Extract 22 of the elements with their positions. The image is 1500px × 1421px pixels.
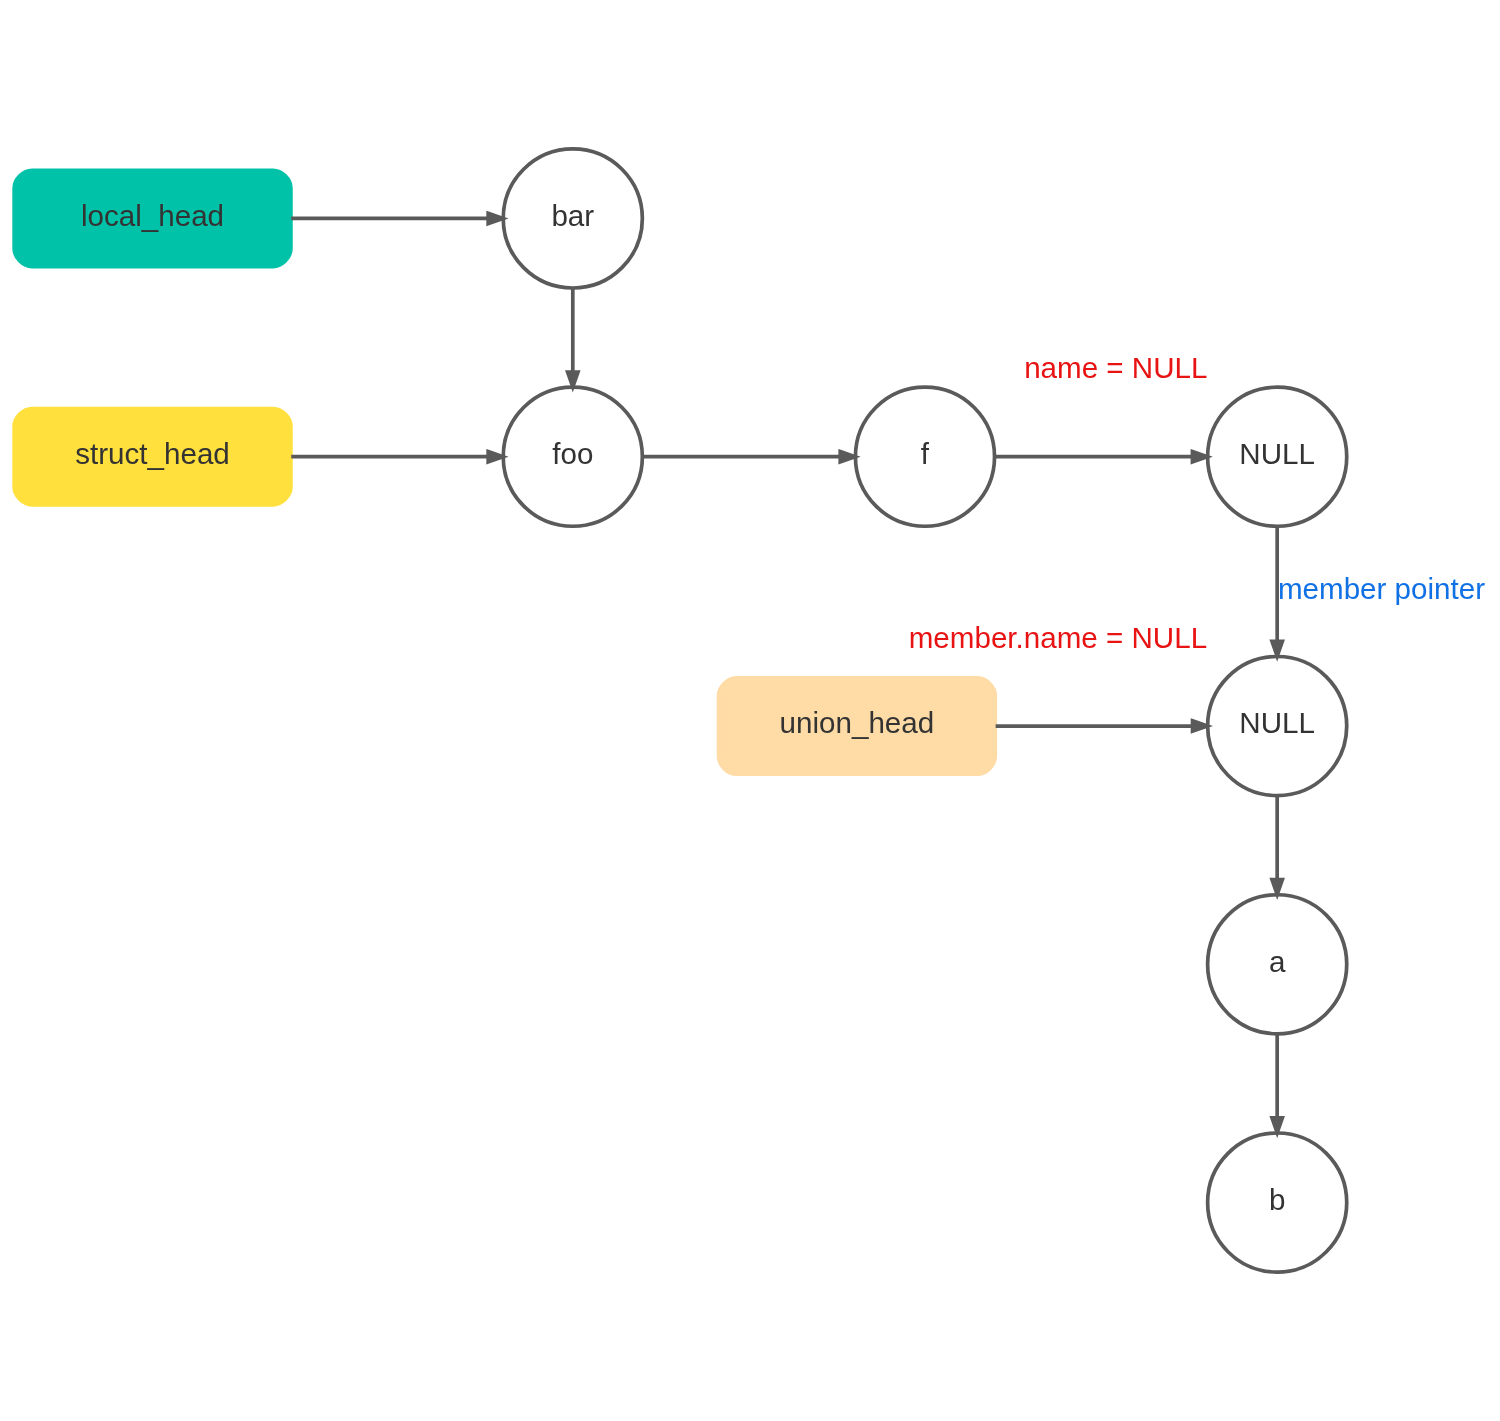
node-circle: foo [501, 385, 645, 529]
edge-label: member pointer [1277, 571, 1486, 605]
node-circle: f [853, 385, 997, 529]
node-circle: b [1205, 1131, 1349, 1274]
node-label: name = NULL [1024, 351, 1208, 385]
arrow [291, 448, 509, 465]
node-box: union_head [716, 676, 998, 776]
node-box: local_head [12, 168, 293, 269]
node-circle: NULL [1205, 654, 1349, 798]
arrow [1269, 796, 1285, 901]
node-circle: NULL [1205, 385, 1349, 529]
arrow [995, 448, 1213, 465]
arrow [291, 210, 509, 227]
arrow [565, 288, 581, 393]
arrow [1269, 1034, 1285, 1139]
arrow [995, 718, 1213, 734]
node-box: struct_head [12, 406, 293, 507]
arrow [1269, 526, 1285, 662]
arrow [642, 448, 861, 465]
node-circle: a [1205, 892, 1349, 1036]
node-circle: bar [501, 147, 645, 290]
node-label: member.name = NULL [908, 620, 1208, 654]
